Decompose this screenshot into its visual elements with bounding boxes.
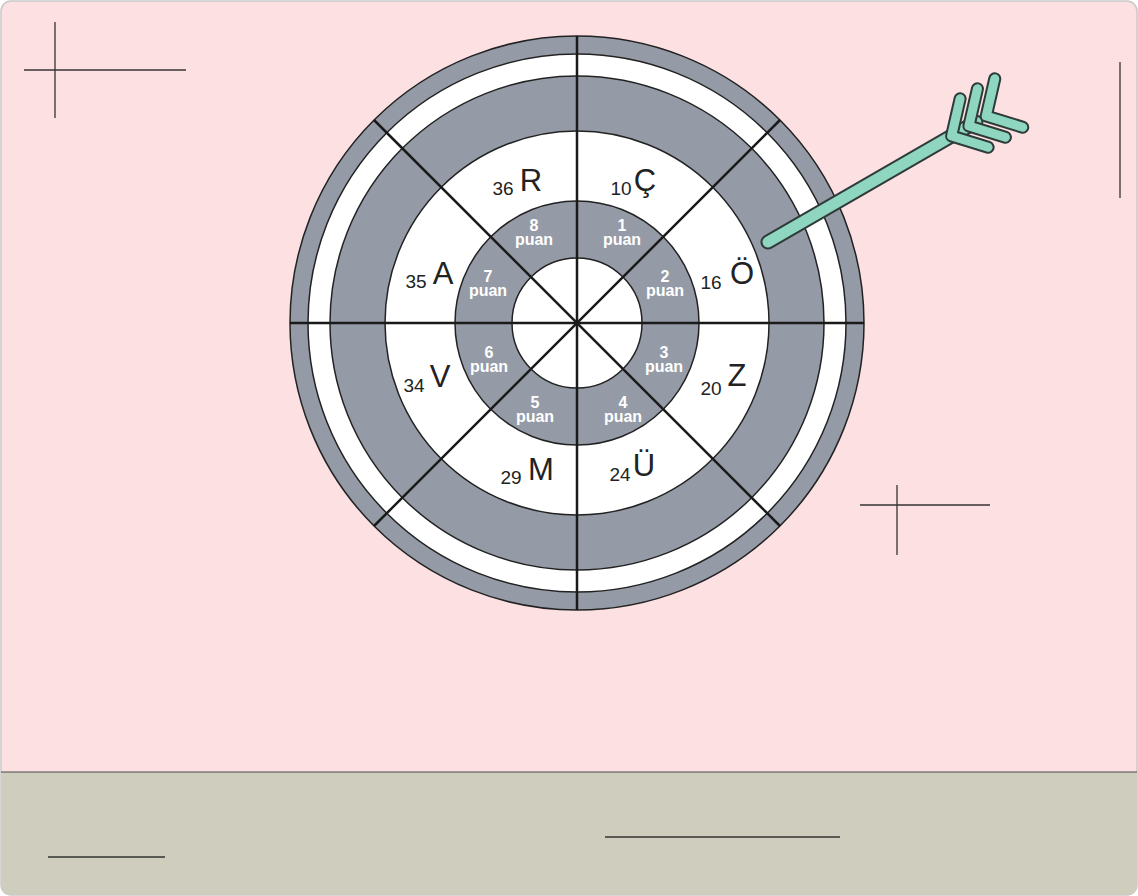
score-label: 3 puan [645, 346, 683, 374]
dart-arrow [754, 79, 1023, 266]
sector-letter: Z [728, 360, 747, 391]
callout-number: 29 [500, 468, 521, 487]
sector-letter: Ç [634, 165, 656, 196]
sector-lines [290, 36, 864, 610]
floor-line [605, 836, 840, 838]
sector-letter: Ü [633, 450, 655, 481]
sector-letter: Ö [730, 258, 754, 289]
score-label: 7 puan [469, 270, 507, 298]
callout-number: 34 [403, 376, 424, 395]
floor-line [48, 856, 165, 858]
callout-number: 35 [405, 272, 426, 291]
floor [1, 772, 1137, 895]
score-label: 2 puan [646, 270, 684, 298]
callout-number: 24 [609, 465, 630, 484]
score-label: 8 puan [515, 219, 553, 247]
sector-letter: M [528, 454, 554, 485]
score-label: 4 puan [604, 396, 642, 424]
score-label: 1 puan [603, 219, 641, 247]
score-label: 5 puan [516, 396, 554, 424]
sector-letter: A [433, 258, 454, 289]
sector-letter: V [430, 361, 451, 392]
callout-number: 10 [610, 179, 631, 198]
callout-number: 20 [700, 379, 721, 398]
sector-letter: R [520, 165, 542, 196]
score-label: 6 puan [470, 346, 508, 374]
callout-number: 36 [492, 179, 513, 198]
dartboard [290, 36, 864, 610]
callout-number: 16 [700, 273, 721, 292]
floor-edge [1, 771, 1137, 772]
